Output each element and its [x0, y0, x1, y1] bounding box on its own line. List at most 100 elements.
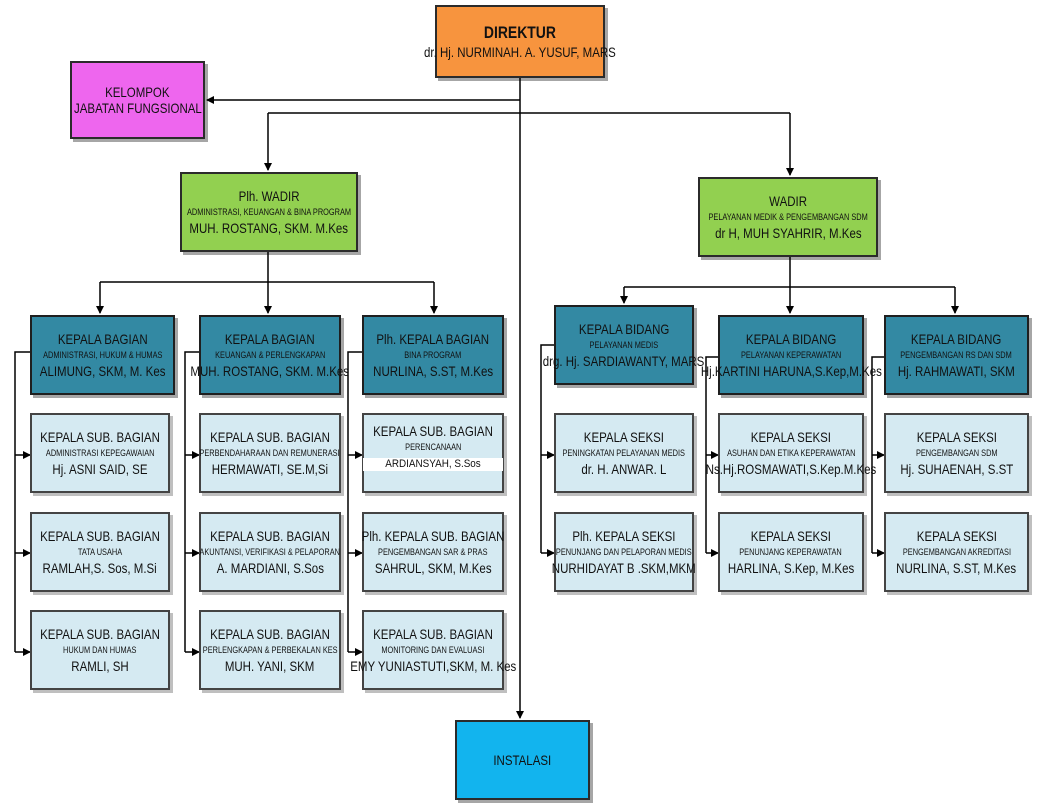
seksi-box: KEPALA SEKSI PENINGKATAN PELAYANAN MEDIS…: [554, 413, 694, 493]
seksi-unit: PENUNJANG DAN PELAPORAN MEDIS: [556, 547, 692, 558]
bidang-name: drg. Hj. SARDIAWANTY, MARS: [543, 352, 705, 369]
sub-bagian-title: KEPALA SUB. BAGIAN: [373, 626, 493, 643]
sub-bagian-unit: PERBENDAHARAAN DAN REMUNERASI: [199, 448, 341, 459]
instalasi-label: INSTALASI: [493, 751, 552, 768]
seksi-name: HARLINA, S.Kep, M.Kes: [727, 559, 855, 576]
wadir-right-title: WADIR: [769, 193, 807, 210]
bidang-title: KEPALA BIDANG: [578, 321, 670, 338]
bagian-unit: ADMINISTRASI, HUKUM & HUMAS: [42, 350, 163, 361]
jabatan-line1: KELOMPOK: [105, 83, 170, 100]
seksi-title: KEPALA SEKSI: [750, 429, 832, 446]
seksi-name: Ns.Hj.ROSMAWATI,S.Kep.M.Kes: [705, 460, 877, 477]
seksi-unit: ASUHAN DAN ETIKA KEPERAWATAN: [726, 448, 856, 459]
sub-bagian-box: KEPALA SUB. BAGIAN TATA USAHA RAMLAH,S. …: [30, 512, 170, 592]
jabatan-line2: JABATAN FUNGSIONAL: [73, 100, 202, 116]
seksi-title: KEPALA SEKSI: [916, 429, 997, 446]
wadir-right-name: dr H, MUH SYAHRIR, M.Kes: [714, 224, 862, 241]
bidang-unit: PELAYANAN KEPERAWATAN: [740, 350, 842, 361]
sub-bagian-unit: PERENCANAAN: [404, 442, 462, 453]
bagian-name: MUH. ROSTANG, SKM. M.Kes: [190, 362, 350, 379]
seksi-unit: PENGEMBANGAN AKREDITASI: [902, 547, 1011, 558]
sub-bagian-box: KEPALA SUB. BAGIAN MONITORING DAN EVALUA…: [350, 610, 516, 690]
sub-bagian-title: KEPALA SUB. BAGIAN: [40, 528, 160, 545]
sub-bagian-unit: MONITORING DAN EVALUASI: [381, 645, 485, 656]
sub-bagian-name: RAMLAH,S. Sos, M.Si: [42, 559, 158, 576]
seksi-name: Hj. SUHAENAH, S.ST: [900, 460, 1013, 477]
seksi-name: dr. H. ANWAR. L: [581, 460, 667, 477]
sub-bagian-box: Plh. KEPALA SUB. BAGIAN PENGEMBANGAN SAR…: [362, 512, 504, 592]
seksi-box: KEPALA SEKSI PENGEMBANGAN AKREDITASI NUR…: [884, 512, 1029, 592]
seksi-title: KEPALA SEKSI: [583, 429, 665, 446]
sub-bagian-title: KEPALA SUB. BAGIAN: [210, 528, 330, 545]
sub-bagian-box: KEPALA SUB. BAGIAN AKUNTANSI, VERIFIKASI…: [199, 512, 341, 592]
bagian-box: KEPALA BAGIAN KEUANGAN & PERLENGKAPAN MU…: [191, 315, 349, 395]
sub-bagian-name: A. MARDIANI, S.Sos: [216, 559, 324, 576]
sub-bagian-box: KEPALA SUB. BAGIAN PERBENDAHARAAN DAN RE…: [199, 413, 341, 493]
sub-bagian-name: SAHRUL, SKM, M.Kes: [374, 559, 492, 576]
sub-bagian-name: ARDIANSYAH, S.Sos: [385, 458, 481, 471]
bagian-title: KEPALA BAGIAN: [225, 331, 315, 348]
sub-bagian-title: Plh. KEPALA SUB. BAGIAN: [361, 528, 505, 545]
sub-bagian-name: RAMLI, SH: [71, 657, 129, 674]
bidang-unit: PELAYANAN MEDIS: [589, 340, 659, 351]
seksi-unit: PENUNJANG KEPERAWATAN: [739, 547, 843, 558]
bidang-title: KEPALA BIDANG: [911, 331, 1002, 348]
direktur-title: DIREKTUR: [483, 22, 557, 42]
sub-bagian-title: KEPALA SUB. BAGIAN: [40, 429, 160, 446]
bidang-unit: PENGEMBANGAN RS DAN SDM: [900, 350, 1013, 361]
instalasi-box: INSTALASI: [455, 720, 590, 800]
seksi-unit: PENGEMBANGAN SDM: [915, 448, 998, 459]
bidang-name: Hj.KARTINI HARUNA,S.Kep,M.Kes: [700, 362, 882, 379]
bagian-name: ALIMUNG, SKM, M. Kes: [39, 362, 166, 379]
seksi-box: KEPALA SEKSI PENUNJANG KEPERAWATAN HARLI…: [718, 512, 864, 592]
bagian-name: NURLINA, S.ST, M.Kes: [373, 362, 493, 379]
wadir-left-box: Plh. WADIR ADMINISTRASI, KEUANGAN & BINA…: [180, 172, 358, 252]
wadir-right-box: WADIR PELAYANAN MEDIK & PENGEMBANGAN SDM…: [698, 177, 878, 257]
wadir-left-title: Plh. WADIR: [238, 188, 300, 205]
sub-bagian-name: HERMAWATI, SE.M,Si: [211, 460, 329, 477]
seksi-box: KEPALA SEKSI PENGEMBANGAN SDM Hj. SUHAEN…: [884, 413, 1029, 493]
sub-bagian-unit: TATA USAHA: [77, 547, 123, 558]
bagian-title: KEPALA BAGIAN: [57, 331, 148, 348]
bidang-name: Hj. RAHMAWATI, SKM: [898, 362, 1015, 379]
seksi-title: KEPALA SEKSI: [750, 528, 832, 545]
seksi-name: NURHIDAYAT B .SKM,MKM: [552, 559, 696, 576]
bidang-box: KEPALA BIDANG PELAYANAN MEDIS drg. Hj. S…: [543, 305, 705, 385]
bagian-unit: BINA PROGRAM: [404, 350, 462, 361]
bagian-title: Plh. KEPALA BAGIAN: [376, 331, 490, 348]
sub-bagian-title: KEPALA SUB. BAGIAN: [40, 626, 160, 643]
sub-bagian-unit: ADMINISTRASI KEPEGAWAIAN: [45, 448, 155, 459]
jabatan-fungsional-box: KELOMPOK JABATAN FUNGSIONAL: [70, 61, 205, 139]
sub-bagian-unit: PENGEMBANGAN SAR & PRAS: [378, 547, 488, 558]
sub-bagian-box: KEPALA SUB. BAGIAN HUKUM DAN HUMAS RAMLI…: [30, 610, 170, 690]
sub-bagian-name: EMY YUNIASTUTI,SKM, M. Kes: [349, 657, 517, 674]
wadir-left-unit: ADMINISTRASI, KEUANGAN & BINA PROGRAM: [186, 207, 352, 218]
sub-bagian-name: MUH. YANI, SKM: [225, 657, 315, 674]
sub-bagian-unit: HUKUM DAN HUMAS: [63, 645, 137, 656]
sub-bagian-unit: AKUNTANSI, VERIFIKASI & PELAPORAN: [199, 547, 341, 558]
sub-bagian-title: KEPALA SUB. BAGIAN: [210, 626, 330, 643]
sub-bagian-name-bar: ARDIANSYAH, S.Sos: [363, 458, 503, 472]
bidang-box: KEPALA BIDANG PELAYANAN KEPERAWATAN Hj.K…: [701, 315, 881, 395]
seksi-box: KEPALA SEKSI ASUHAN DAN ETIKA KEPERAWATA…: [706, 413, 876, 493]
seksi-title: Plh. KEPALA SEKSI: [572, 528, 676, 545]
seksi-unit: PENINGKATAN PELAYANAN MEDIS: [562, 448, 686, 459]
sub-bagian-name: Hj. ASNI SAID, SE: [52, 460, 148, 477]
seksi-box: Plh. KEPALA SEKSI PENUNJANG DAN PELAPORA…: [552, 512, 696, 592]
sub-bagian-box: KEPALA SUB. BAGIAN ADMINISTRASI KEPEGAWA…: [30, 413, 170, 493]
wadir-right-unit: PELAYANAN MEDIK & PENGEMBANGAN SDM: [708, 212, 868, 223]
bagian-box: Plh. KEPALA BAGIAN BINA PROGRAM NURLINA,…: [362, 315, 504, 395]
sub-bagian-box: KEPALA SUB. BAGIAN PERLENGKAPAN & PERBEK…: [199, 610, 341, 690]
sub-bagian-unit: PERLENGKAPAN & PERBEKALAN KES: [202, 645, 338, 656]
bidang-box: KEPALA BIDANG PENGEMBANGAN RS DAN SDM Hj…: [884, 315, 1029, 395]
sub-bagian-title: KEPALA SUB. BAGIAN: [373, 423, 493, 439]
bidang-title: KEPALA BIDANG: [745, 331, 837, 348]
direktur-name: dr. Hj. NURMINAH. A. YUSUF, MARS: [424, 44, 616, 61]
sub-bagian-box: KEPALA SUB. BAGIAN PERENCANAAN ARDIANSYA…: [362, 413, 504, 493]
seksi-name: NURLINA, S.ST, M.Kes: [896, 559, 1017, 576]
wadir-left-name: MUH. ROSTANG, SKM. M.Kes: [189, 219, 349, 236]
bagian-unit: KEUANGAN & PERLENGKAPAN: [214, 350, 326, 361]
direktur-box: DIREKTUR dr. Hj. NURMINAH. A. YUSUF, MAR…: [424, 5, 616, 78]
bagian-box: KEPALA BAGIAN ADMINISTRASI, HUKUM & HUMA…: [30, 315, 175, 395]
